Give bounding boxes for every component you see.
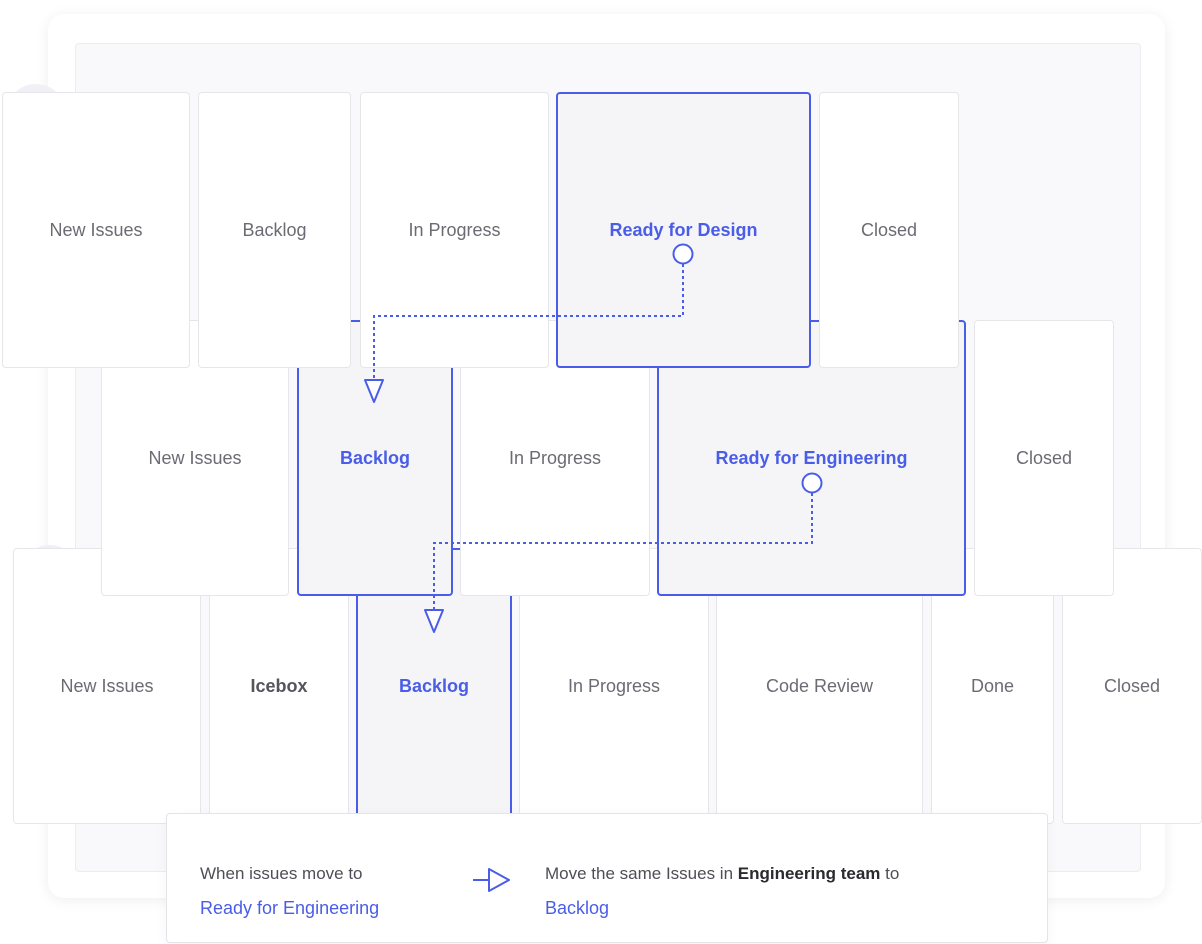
action-state-link[interactable]: Backlog [545, 898, 610, 918]
trigger-prefix: When issues move to [200, 864, 363, 883]
action-description: Move the same Issues in Engineering team… [545, 864, 899, 884]
column-closed[interactable]: Closed [819, 92, 959, 368]
action-team: Engineering team [737, 864, 881, 883]
column-label: Backlog [398, 675, 470, 696]
column-label: Closed [1015, 447, 1073, 468]
column-label: Done [970, 675, 1015, 696]
column-label: Closed [1103, 675, 1161, 696]
column-label: Code Review [765, 675, 874, 696]
column-label: New Issues [148, 447, 242, 468]
column-label: Backlog [339, 447, 411, 468]
column-label: Backlog [242, 219, 307, 240]
column-ready-for-design[interactable]: Ready for Design [556, 92, 811, 368]
column-label: New Issues [60, 675, 154, 696]
column-closed[interactable]: Closed [974, 320, 1114, 596]
column-label: New Issues [49, 219, 143, 240]
column-in-progress[interactable]: In Progress [360, 92, 549, 368]
column-backlog[interactable]: Backlog [198, 92, 351, 368]
action-prefix: Move the same Issues in [545, 864, 734, 883]
action-suffix: to [885, 864, 900, 883]
column-label: In Progress [408, 219, 501, 240]
sync-rule-card: When issues move to Ready for Engineerin… [166, 813, 1048, 943]
column-label: Closed [860, 219, 918, 240]
column-label: In Progress [567, 675, 661, 696]
column-label: In Progress [508, 447, 602, 468]
column-label: Icebox [250, 675, 308, 696]
column-label: Ready for Design [609, 219, 758, 240]
arrow-right-icon [473, 868, 510, 892]
column-label: Ready for Engineering [715, 447, 908, 468]
column-new-issues[interactable]: New Issues [2, 92, 190, 368]
trigger-state-link[interactable]: Ready for Engineering [200, 898, 380, 918]
